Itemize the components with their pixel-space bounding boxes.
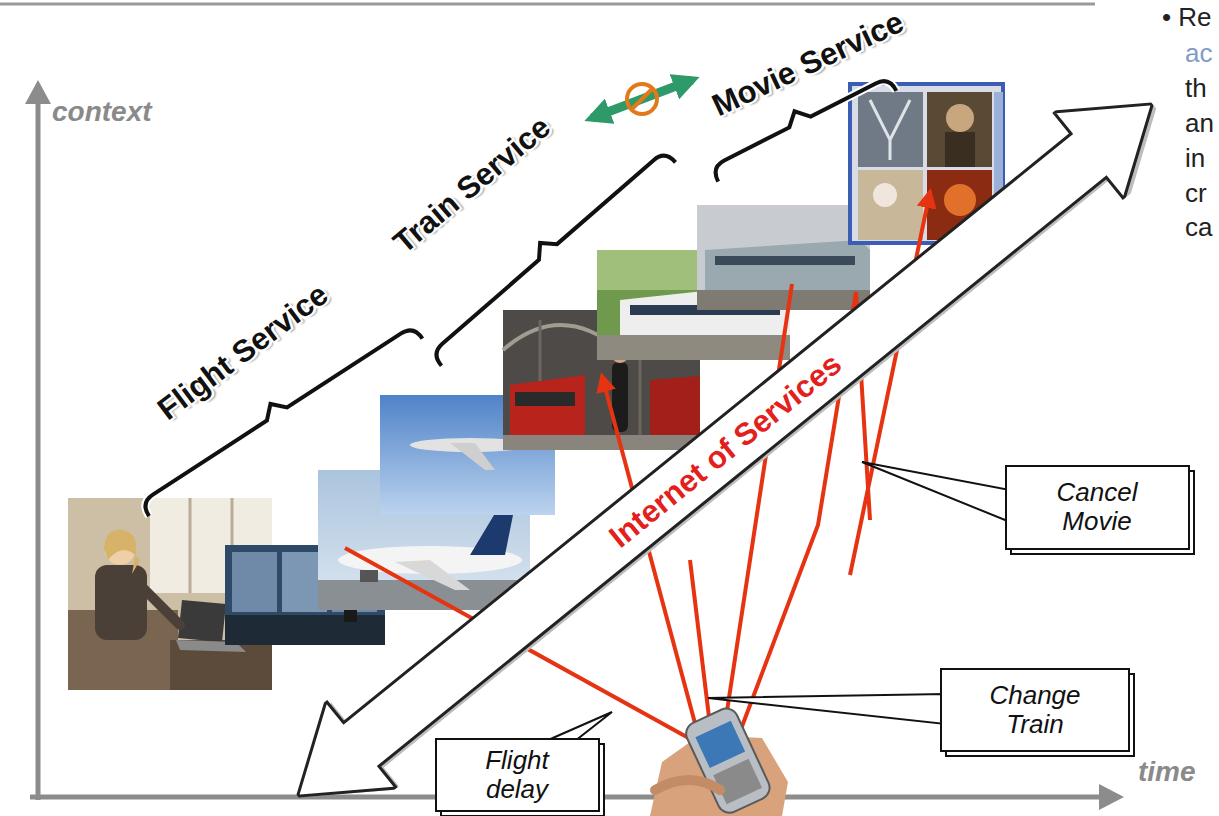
airliner-photo-part bbox=[395, 560, 470, 590]
office-photo-part bbox=[104, 530, 140, 574]
station-photo-part bbox=[510, 375, 585, 445]
office-photo-part bbox=[189, 498, 192, 593]
slide-text: ca bbox=[1185, 212, 1212, 242]
phone-in-hand-part-part bbox=[682, 705, 773, 816]
grey-train-photo-part bbox=[715, 256, 855, 265]
airport-window-photo-part bbox=[232, 552, 277, 612]
callout-text: Flight delay bbox=[452, 746, 582, 803]
movie-screen-photo-part bbox=[858, 92, 923, 167]
slide-text: ac bbox=[1185, 38, 1212, 68]
phone-in-hand bbox=[650, 705, 788, 816]
callout-text: Change Train bbox=[970, 681, 1100, 738]
service-label: Train Service bbox=[387, 109, 558, 261]
red-interaction-arrows-part bbox=[722, 284, 792, 744]
service-label: Flight Service bbox=[151, 276, 335, 427]
callout-box: Cancel Movie bbox=[1005, 465, 1190, 550]
movie-screen-photo-part bbox=[927, 92, 992, 167]
movie-screen-photo-part bbox=[945, 132, 975, 167]
phone-in-hand-part bbox=[682, 705, 773, 816]
node-text-group: Flight delay bbox=[452, 746, 582, 803]
context-axis-part bbox=[36, 100, 41, 800]
time-axis-part bbox=[1099, 784, 1124, 810]
double-arrow-outline bbox=[262, 60, 1187, 816]
slide-text: cr bbox=[1185, 178, 1207, 208]
office-photo-part bbox=[178, 600, 226, 642]
office-photo-part bbox=[95, 565, 147, 640]
grey-train-photo-part bbox=[697, 290, 870, 310]
slide-text: • Re bbox=[1162, 2, 1212, 32]
cancel-movie-leader-part bbox=[862, 462, 1010, 522]
incompatible-arrow-part bbox=[592, 80, 692, 118]
change-train-leader-part bbox=[708, 694, 945, 724]
airliner-photo-part bbox=[360, 570, 378, 582]
movie-screen-photo-part bbox=[944, 184, 976, 216]
movie-screen-photo-part bbox=[946, 104, 974, 132]
airport-window-photo-part bbox=[225, 615, 385, 645]
incompatible-arrow-part bbox=[627, 84, 657, 114]
grey-train-photo-part bbox=[697, 205, 870, 310]
context-axis bbox=[25, 80, 51, 800]
station-photo-part bbox=[503, 435, 700, 450]
top-rule bbox=[0, 3, 1095, 6]
change-train-leader bbox=[708, 694, 945, 724]
station-photo-part bbox=[515, 392, 575, 406]
red-interaction-arrows-part bbox=[850, 192, 930, 575]
office-photo-part bbox=[170, 640, 272, 690]
node-text-group: Change Train bbox=[970, 681, 1100, 738]
callout-box: Flight delay bbox=[435, 738, 600, 812]
callout-text: Cancel Movie bbox=[1032, 478, 1162, 535]
green-train-photo-part bbox=[597, 335, 790, 360]
cancel-movie-leader bbox=[862, 462, 1010, 522]
context-axis-part bbox=[25, 80, 51, 104]
axis-label: context bbox=[52, 96, 152, 128]
grey-train-photo bbox=[697, 205, 870, 310]
slide-text: th bbox=[1185, 73, 1207, 103]
axis-label: time bbox=[1138, 756, 1196, 788]
phone-in-hand-part bbox=[655, 780, 720, 790]
incompatible-arrow-part bbox=[631, 88, 653, 110]
callout-box: Change Train bbox=[940, 668, 1130, 752]
phone-in-hand-part-part bbox=[713, 759, 762, 804]
slide-text: an bbox=[1185, 108, 1214, 138]
sky-plane-photo-part bbox=[450, 443, 495, 470]
station-photo-part bbox=[650, 376, 700, 442]
movie-screen-photo-part bbox=[858, 170, 923, 240]
node-text-group: Cancel Movie bbox=[1032, 478, 1162, 535]
phone-in-hand-part-part bbox=[695, 721, 745, 768]
grey-train-photo-part bbox=[705, 240, 870, 292]
movie-screen-photo-part bbox=[873, 183, 897, 207]
slide-text: in bbox=[1185, 143, 1205, 173]
incompatible-arrow bbox=[592, 80, 692, 118]
office-photo-part bbox=[140, 585, 180, 625]
movie-screen-photo-part bbox=[870, 100, 910, 160]
